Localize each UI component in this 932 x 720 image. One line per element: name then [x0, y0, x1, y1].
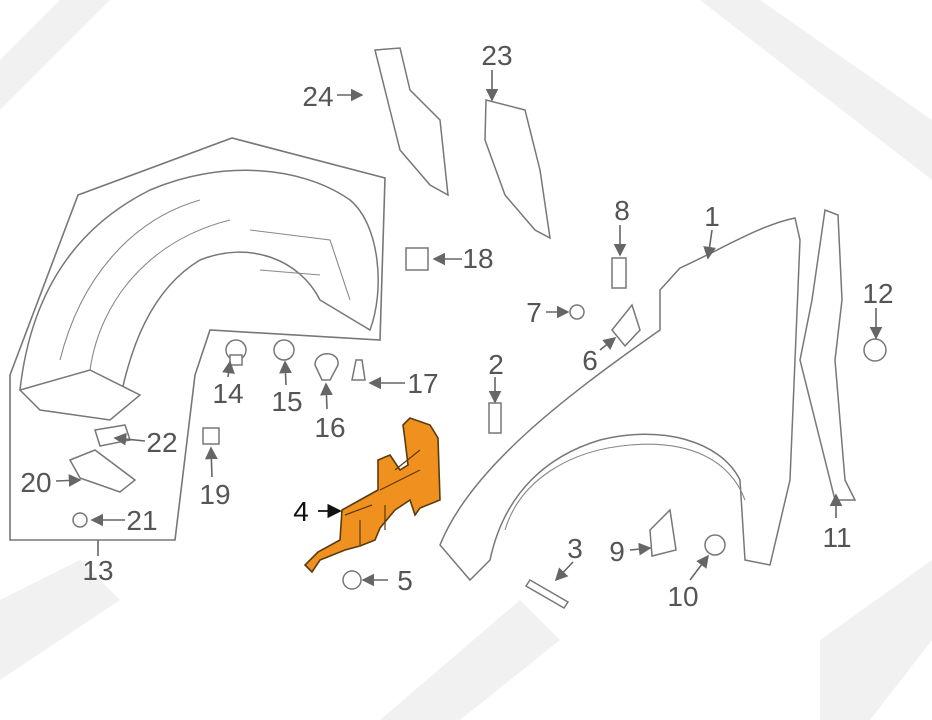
callout-11: 11: [822, 522, 851, 553]
callout-17: 17: [407, 368, 438, 399]
callout-4: 4: [293, 496, 309, 527]
callout-15: 15: [271, 386, 302, 417]
callout-1: 1: [704, 201, 720, 232]
callout-7: 7: [526, 297, 542, 328]
callout-labels: 1 2 3 4 5 6 7 8 9 10 11 12 13 14 15 16 1…: [20, 40, 893, 612]
callout-20: 20: [20, 467, 51, 498]
callout-14: 14: [212, 378, 243, 409]
callout-2: 2: [488, 349, 504, 380]
callout-23: 23: [481, 40, 512, 71]
callout-18: 18: [462, 243, 493, 274]
inner-fender-liner: [9, 137, 386, 556]
callout-6: 6: [582, 345, 598, 376]
callout-5: 5: [397, 565, 413, 596]
callout-3: 3: [567, 533, 583, 564]
callout-19: 19: [199, 479, 230, 510]
front-fender: [439, 217, 801, 582]
callout-8: 8: [614, 195, 630, 226]
fastener-parts: [202, 247, 887, 610]
callout-21: 21: [126, 505, 157, 536]
callout-12: 12: [862, 278, 893, 309]
callout-24: 24: [302, 81, 333, 112]
highlighted-part-bracket: [303, 417, 441, 574]
leader-lines: [55, 70, 883, 587]
callout-16: 16: [314, 412, 345, 443]
callout-13: 13: [82, 555, 113, 586]
callout-10: 10: [667, 581, 698, 612]
fender-seals: [374, 47, 857, 501]
callout-9: 9: [609, 536, 625, 567]
callout-22: 22: [146, 427, 177, 458]
